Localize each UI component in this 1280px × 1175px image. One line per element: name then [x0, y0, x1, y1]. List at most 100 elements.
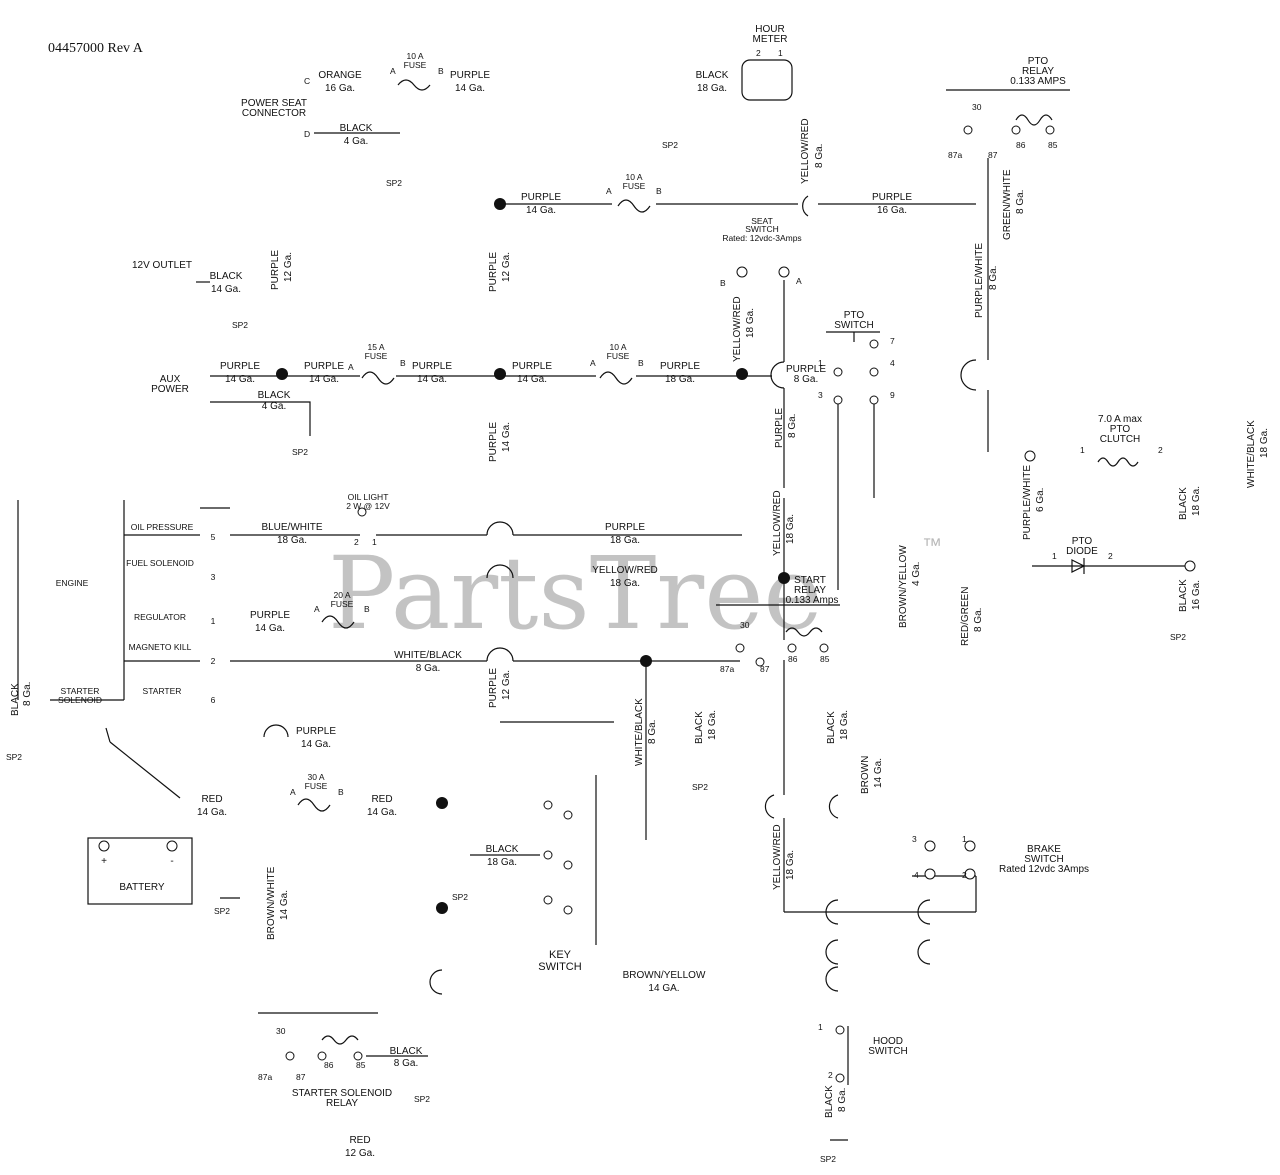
engine-pin-label: REGULATOR [134, 612, 186, 622]
pin-label: 86 [788, 654, 798, 664]
junction-dot [436, 797, 448, 809]
wire-label: BLACK [1178, 579, 1189, 612]
wire-label: YELLOW/RED [772, 490, 783, 556]
wire-label: BROWN/WHITE [266, 866, 277, 940]
start-relay-label: 0.133 Amps [786, 595, 839, 606]
wire-label: BLACK [1178, 487, 1189, 520]
pin-label: 2 [962, 870, 967, 880]
wire-label: RED [371, 794, 392, 805]
wire-label: PURPLE [512, 361, 552, 372]
pin-label: D [304, 129, 310, 139]
wire-label: 12 Ga. [501, 252, 512, 282]
pin-label: 86 [1016, 140, 1026, 150]
pin-label: B [364, 604, 370, 614]
pin-label: 1 [372, 537, 377, 547]
relay-coil-icon [1015, 114, 1053, 126]
pin-labels: A B C D A B 2 1 B A A B A B 1 7 4 3 9 1 … [101, 48, 1163, 1082]
pin-label: 1 [962, 834, 967, 844]
ground-labels: SP2 SP2 SP2 SP2 SP2 SP2 SP2 SP2 SP2 SP2 … [6, 140, 1186, 1164]
fuse-label: 20 A [333, 590, 350, 600]
wire-label: YELLOW/RED [772, 824, 783, 890]
wire-label: 18 Ga. [745, 308, 756, 338]
seat-switch-label: Rated: 12vdc-3Amps [722, 233, 801, 243]
wire-label: YELLOW/RED [800, 118, 811, 184]
wire-label: WHITE/BLACK [1246, 420, 1257, 488]
starter-relay-label: STARTER SOLENOID [292, 1088, 392, 1099]
wire-label: BLACK [340, 123, 373, 134]
engine-pin-number: 2 [211, 656, 216, 666]
fuse-icon [297, 798, 331, 812]
pto-clutch-label: PTO [1110, 424, 1131, 435]
pin-label: 3 [818, 390, 823, 400]
document-id: 04457000 Rev A [48, 41, 144, 56]
wire-label: 8 Ga. [416, 663, 440, 674]
pin-label: A [796, 276, 802, 286]
pin-label: C [304, 76, 310, 86]
wire-label: 14 Ga. [211, 284, 241, 295]
wire-label: 8 Ga. [647, 720, 658, 744]
wire-label: BLACK [826, 711, 837, 744]
wire-label: 16 Ga. [325, 83, 355, 94]
pto-switch-label: SWITCH [834, 320, 873, 331]
wire-label: 8 Ga. [787, 414, 798, 438]
wire-labels: ORANGE 16 Ga. PURPLE 14 Ga. BLACK 4 Ga. … [10, 70, 1270, 1159]
fuse-label: 15 A [367, 342, 384, 352]
engine-pin-number: 5 [211, 532, 216, 542]
wire-label: BLACK [390, 1046, 423, 1057]
wire-label: 4 Ga. [911, 562, 922, 586]
wire-label: 16 Ga. [877, 205, 907, 216]
brake-switch-label: Rated 12vdc 3Amps [999, 864, 1089, 875]
pin-label: 2 [354, 537, 359, 547]
pin-label: 2 [828, 1070, 833, 1080]
pin-label: 30 [972, 102, 982, 112]
wire-label: RED [201, 794, 222, 805]
starter-solenoid-label: SOLENOID [58, 695, 102, 705]
ground-label: SP2 [452, 892, 468, 902]
wire-label: 18 Ga. [1191, 486, 1202, 516]
pin-label: 85 [820, 654, 830, 664]
power-seat-label: POWER SEAT [241, 98, 307, 109]
wire-label: 8 Ga. [794, 374, 818, 385]
wire-label: 16 Ga. [1191, 580, 1202, 610]
pin-label: A [314, 604, 320, 614]
ground-label: SP2 [662, 140, 678, 150]
wire-label: PURPLE [270, 250, 281, 290]
clutch-coil-icon [1097, 457, 1139, 467]
ground-label: SP2 [214, 906, 230, 916]
pin-label: 1 [1080, 445, 1085, 455]
pin-label: A [290, 787, 296, 797]
engine-pin-label: STARTER [143, 686, 182, 696]
pin-label: 30 [276, 1026, 286, 1036]
wire-label: RED/GREEN [960, 587, 971, 646]
key-switch-label: KEY [549, 949, 572, 961]
wire-label: 8 Ga. [973, 608, 984, 632]
wire-label: PURPLE/WHITE [1022, 465, 1033, 540]
pin-label: 1 [778, 48, 783, 58]
pin-label: 2 [1108, 551, 1113, 561]
wire-label: 8 Ga. [814, 144, 825, 168]
wire-label: BLACK [696, 70, 729, 81]
engine-pin-number: 3 [211, 572, 216, 582]
wire-label: PURPLE [250, 610, 290, 621]
brake-switch-label: BRAKE [1027, 844, 1061, 855]
wire-label: 8 Ga. [988, 266, 999, 290]
relay-coil-icon [785, 627, 823, 637]
pin-label: B [338, 787, 344, 797]
fuse-label: 10 A [406, 51, 423, 61]
brake-switch-label: SWITCH [1024, 854, 1063, 865]
pin-label: 87 [296, 1072, 306, 1082]
wire-label: 14 Ga. [417, 374, 447, 385]
pin-label: 87a [258, 1072, 272, 1082]
fuse-label: FUSE [365, 351, 388, 361]
start-relay-label: START [794, 575, 826, 586]
junction-dot [494, 198, 506, 210]
pin-label: - [170, 856, 173, 867]
ground-label: SP2 [692, 782, 708, 792]
wire-label: PURPLE [450, 70, 490, 81]
fuse-labels: 10 A FUSE 10 A FUSE 15 A FUSE 10 A FUSE … [305, 51, 646, 791]
wire-label: 6 Ga. [1035, 488, 1046, 512]
pin-label: A [390, 66, 396, 76]
pto-clutch-label: CLUTCH [1100, 434, 1141, 445]
wire-label: BLACK [210, 271, 243, 282]
wire-label: GREEN/WHITE [1002, 169, 1013, 240]
